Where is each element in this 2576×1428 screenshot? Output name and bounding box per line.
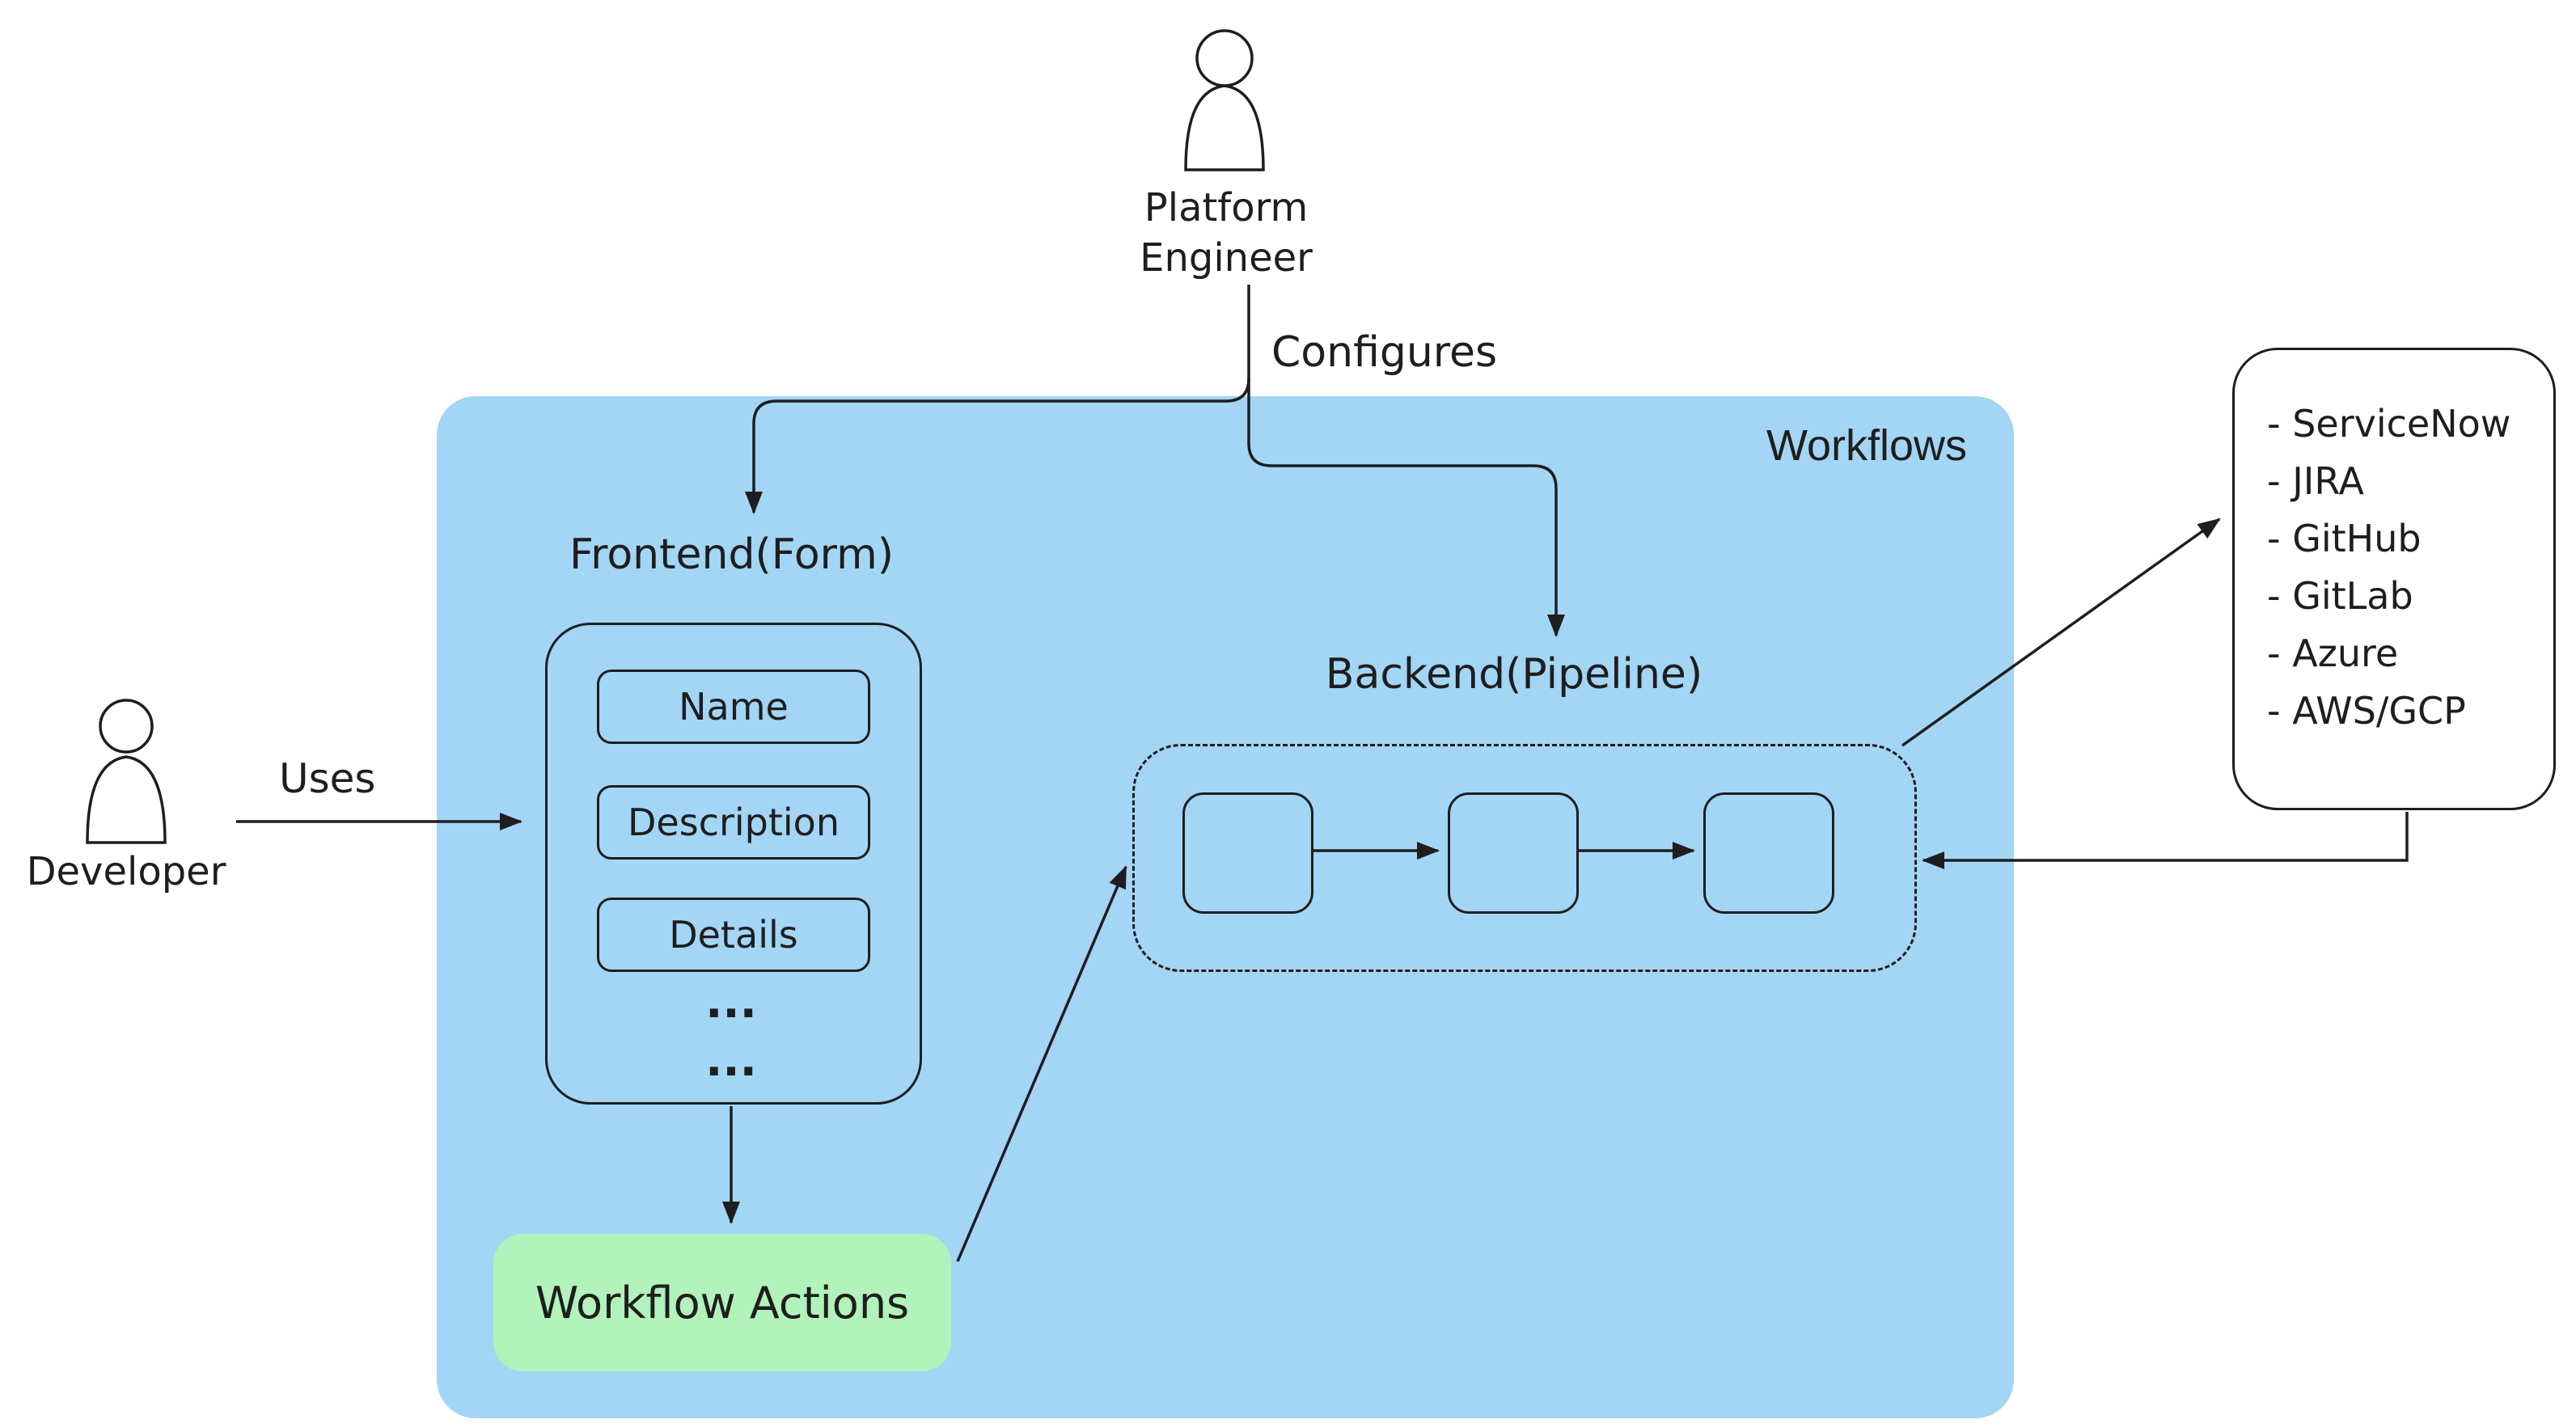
pipeline-stage-3 [1703, 792, 1834, 914]
person-body-icon [1184, 84, 1265, 171]
form-ellipsis-1: ... [705, 976, 757, 1029]
uses-label: Uses [279, 755, 376, 802]
integration-item-servicenow: - ServiceNow [2267, 402, 2511, 446]
person-head-icon [1195, 29, 1254, 87]
person-body-icon [86, 755, 167, 844]
form-field-details: Details [597, 898, 870, 972]
integration-item-jira: - JIRA [2267, 459, 2364, 503]
pipeline-stage-2 [1448, 792, 1579, 914]
developer-label: Developer [26, 849, 226, 894]
platform-engineer-label-line1: Platform [1144, 185, 1309, 230]
platform-engineer-label: Platform Engineer [1064, 183, 1388, 283]
integrations-box: - ServiceNow - JIRA - GitHub - GitLab - … [2232, 348, 2556, 810]
backend-title: Backend(Pipeline) [1325, 650, 1703, 699]
form-ellipsis-2: ... [705, 1034, 757, 1087]
platform-engineer-figure [1184, 29, 1265, 171]
platform-engineer-label-line2: Engineer [1140, 235, 1313, 281]
integration-item-github: - GitHub [2267, 517, 2422, 560]
integration-item-azure: - Azure [2267, 632, 2399, 675]
person-head-icon [99, 699, 154, 754]
configures-label: Configures [1271, 328, 1498, 377]
developer-figure [86, 699, 167, 844]
integration-item-gitlab: - GitLab [2267, 574, 2413, 618]
workflow-actions-label: Workflow Actions [535, 1277, 910, 1329]
frontend-title: Frontend(Form) [569, 530, 895, 579]
pipeline-stage-1 [1182, 792, 1313, 914]
integration-item-awsgcp: - AWS/GCP [2267, 689, 2466, 733]
backend-pipeline-box [1132, 744, 1917, 972]
form-field-name: Name [597, 670, 870, 744]
workflows-title: Workflows [1766, 421, 1967, 470]
workflow-actions-box: Workflow Actions [493, 1234, 951, 1371]
frontend-form-box [545, 623, 922, 1105]
form-field-description: Description [597, 785, 870, 860]
